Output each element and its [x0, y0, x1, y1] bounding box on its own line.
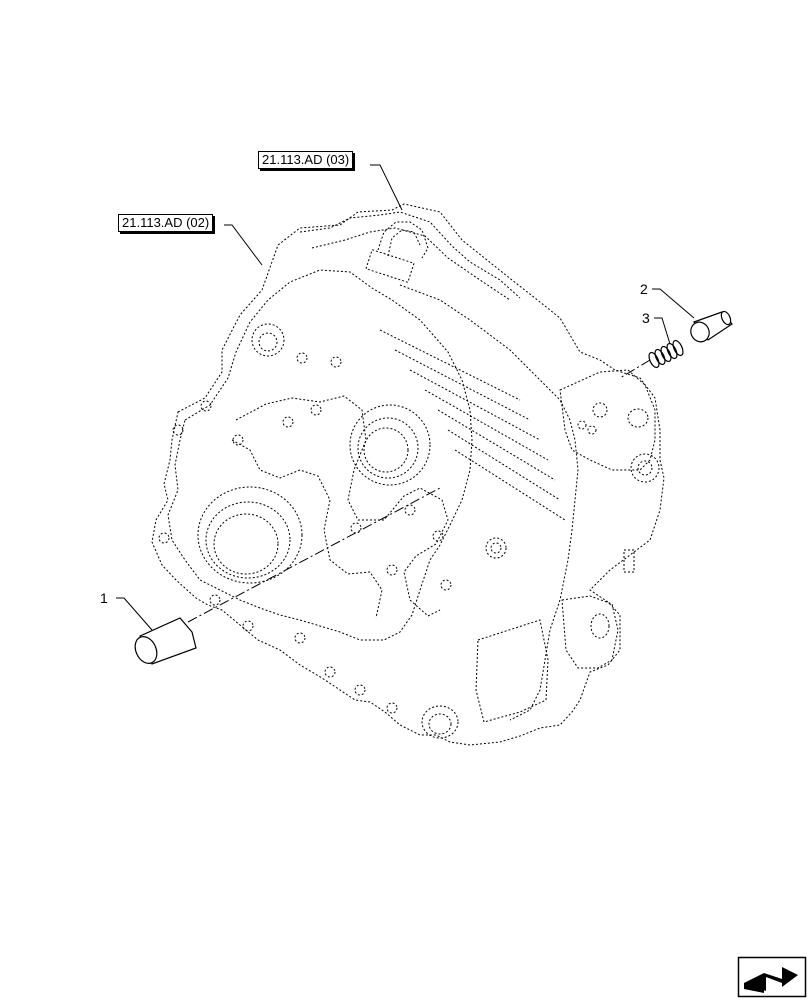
housing-rib-6	[447, 429, 561, 501]
top-ridge	[299, 211, 521, 299]
housing-rib-4	[424, 389, 549, 461]
upper-bore-inner	[363, 427, 409, 473]
callout-item-1: 1	[100, 590, 108, 606]
bolt-hole	[296, 352, 308, 364]
bolt-hole	[386, 564, 398, 576]
bottom-side-panel	[475, 619, 549, 723]
reference-link-21-113-ad-03[interactable]: 21.113.AD (03)	[258, 151, 354, 169]
input-bore-inner	[213, 513, 279, 575]
lower-cover-boss	[590, 613, 610, 639]
right-fitting-outer	[630, 453, 660, 483]
side-port-outer	[485, 537, 507, 559]
bolt-hole	[172, 424, 184, 436]
bolt-hole	[386, 702, 398, 714]
bolt-hole	[282, 416, 294, 428]
flange-web-2	[231, 439, 383, 619]
bolt-hole	[324, 666, 336, 678]
flange-web	[235, 395, 449, 617]
leader-ref-03	[370, 164, 403, 211]
plug-2-axis-line	[619, 359, 651, 379]
lower-port-inner	[428, 713, 452, 735]
side-body	[399, 284, 579, 721]
lower-port-outer	[421, 705, 459, 739]
bolt-hole	[200, 400, 212, 412]
upper-bore-mid	[357, 417, 419, 479]
callout-item-3: 3	[642, 310, 650, 326]
valve-port-3	[577, 420, 587, 430]
part-1-plug	[134, 617, 197, 665]
lower-cover	[561, 595, 619, 669]
boss-top-left-outer	[251, 323, 285, 357]
fitting-pin	[623, 549, 635, 573]
reference-link-21-113-ad-02[interactable]: 21.113.AD (02)	[118, 214, 214, 232]
housing-rib-7	[454, 449, 566, 521]
leader-item-1	[116, 597, 153, 631]
valve-port-2	[627, 408, 649, 428]
leader-ref-02	[224, 224, 263, 266]
input-bore-mid	[205, 501, 291, 579]
part-2-pin	[690, 310, 733, 343]
housing-rib-1	[379, 329, 521, 401]
housing-rib-2	[394, 349, 531, 421]
housing-rib-5	[437, 409, 556, 481]
bolt-hole	[440, 579, 452, 591]
input-bore-outer	[197, 486, 303, 584]
bolt-hole	[350, 522, 362, 534]
bolt-hole	[404, 504, 416, 516]
right-fitting-inner	[637, 460, 653, 476]
housing-outline	[151, 203, 665, 746]
bolt-hole	[330, 356, 342, 368]
upper-bore-outer	[349, 404, 431, 486]
lifting-eye-inner	[387, 229, 421, 257]
leader-item-2	[652, 288, 695, 319]
callout-item-2: 2	[640, 281, 648, 297]
bolt-hole	[242, 620, 254, 632]
bolt-hole	[432, 530, 444, 542]
bolt-hole	[310, 404, 322, 416]
next-page-arrow-icon[interactable]	[737, 956, 807, 998]
valve-block	[559, 369, 656, 471]
lifting-eye	[377, 221, 429, 259]
housing-rib-3	[409, 369, 541, 441]
bolt-hole	[294, 632, 306, 644]
lifting-eye-base	[365, 249, 415, 283]
bolt-hole	[158, 532, 170, 544]
valve-port-1	[592, 402, 608, 418]
leader-item-3	[654, 317, 671, 345]
bolt-hole	[354, 684, 366, 696]
plug-axis-line	[187, 487, 441, 623]
valve-port-4	[587, 425, 597, 435]
bolt-hole	[232, 434, 244, 446]
side-port-inner	[490, 542, 502, 554]
part-3-spring	[648, 339, 684, 369]
boss-top-left-inner	[258, 332, 278, 352]
front-flange	[167, 269, 473, 641]
bolt-hole	[209, 594, 221, 606]
top-ridge-inner	[311, 227, 511, 301]
